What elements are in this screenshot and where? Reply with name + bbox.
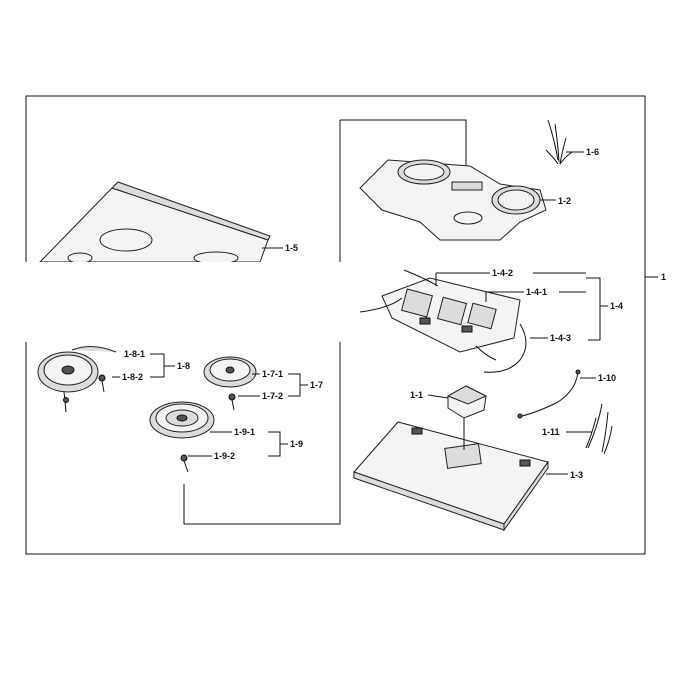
- radiant-element-1-7: [203, 356, 257, 411]
- callout-1-4: 1-4: [610, 301, 623, 311]
- callout-1-9-2: 1-9-2: [214, 451, 235, 461]
- callout-1: 1: [661, 272, 666, 282]
- burner-box-plate-1-2: [359, 159, 547, 241]
- radiant-element-1-8: [37, 346, 117, 413]
- blank-area: [14, 262, 350, 342]
- bracket-1-8: [150, 353, 165, 378]
- callout-1-4-3: 1-4-3: [550, 333, 571, 343]
- callout-1-7-1: 1-7-1: [262, 369, 283, 379]
- bracket-1-7: [288, 373, 301, 397]
- callout-1-8-2: 1-8-2: [122, 372, 143, 382]
- leader-line: [427, 394, 449, 399]
- callout-1-1: 1-1: [410, 390, 423, 400]
- wire-set-1-11: [585, 403, 613, 455]
- callout-1-7-2: 1-7-2: [262, 391, 283, 401]
- callout-1-8-1: 1-8-1: [124, 349, 145, 359]
- burner-box-1-3: [353, 418, 549, 532]
- callout-1-4-2: 1-4-2: [492, 268, 513, 278]
- callout-1-4-1: 1-4-1: [526, 287, 547, 297]
- sensor-1-8-2: [98, 374, 106, 393]
- wire-harness-1-6: [545, 119, 573, 165]
- callout-1-5: 1-5: [285, 243, 298, 253]
- radiant-element-1-9: [149, 401, 215, 473]
- callout-1-10: 1-10: [598, 373, 616, 383]
- wire-1-10: [517, 369, 581, 419]
- callout-1-8: 1-8: [177, 361, 190, 371]
- bracket-1-9: [268, 431, 281, 457]
- callout-1-7: 1-7: [310, 380, 323, 390]
- module-1-1: [446, 385, 488, 419]
- callout-1-2: 1-2: [558, 196, 571, 206]
- callout-1-3: 1-3: [570, 470, 583, 480]
- control-board-assembly-1-4: [359, 269, 527, 373]
- callout-1-9-1: 1-9-1: [234, 427, 255, 437]
- cooktop-glass-part: [38, 181, 271, 265]
- bracket-1-4: [586, 277, 601, 341]
- callout-1-6: 1-6: [586, 147, 599, 157]
- callout-1-9: 1-9: [290, 439, 303, 449]
- callout-1-11: 1-11: [542, 427, 560, 437]
